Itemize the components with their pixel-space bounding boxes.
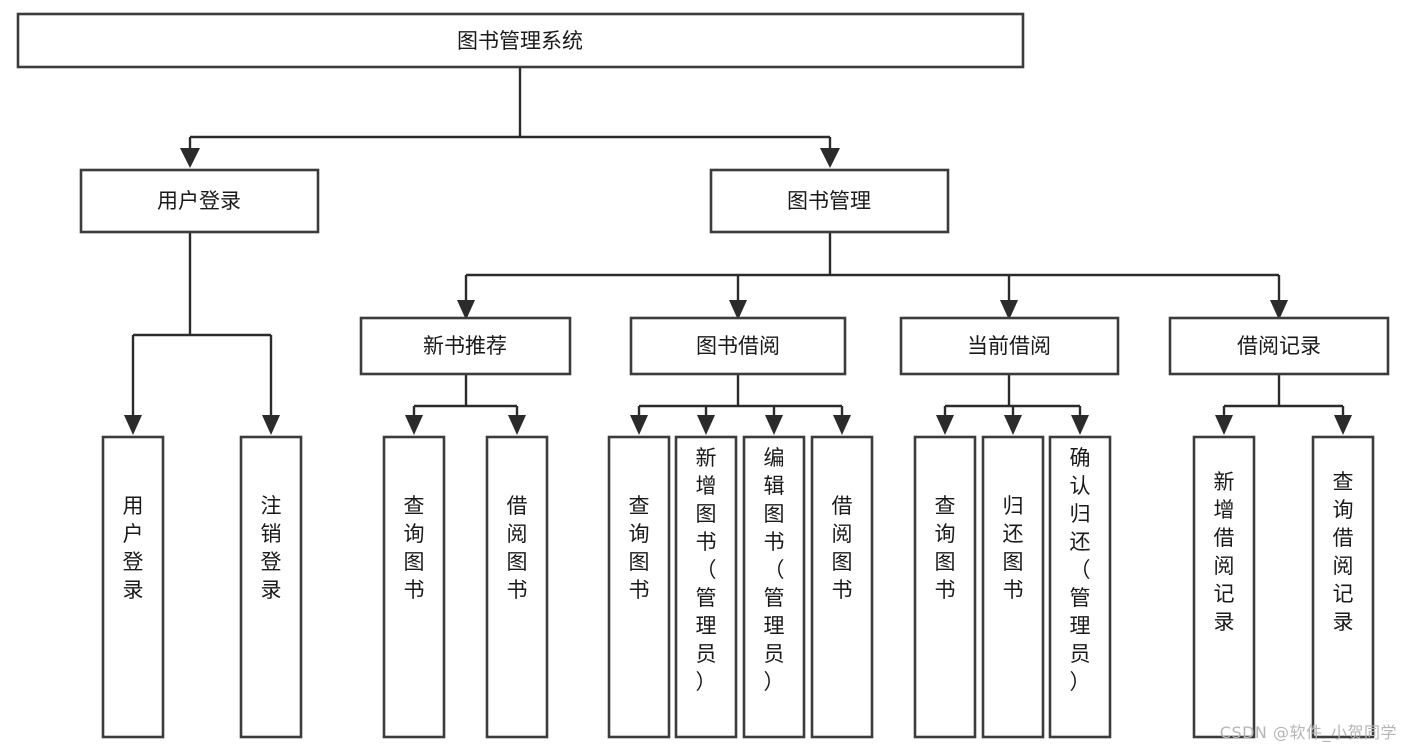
node-new-book-rec-box[interactable] [359,316,572,376]
node-book-borrow[interactable]: 图书借阅 [629,316,847,376]
node-borrow-record-label: 借阅记录 [1237,334,1321,358]
node-book-manage-label: 图书管理 [787,189,871,213]
connector-group-borrow-record [1215,375,1352,435]
arrowhead-leaf-2 [262,415,280,435]
arrowhead-leaf-12 [1215,415,1233,435]
arrowhead-leaf-13 [1334,415,1352,435]
node-leaf-1-label: 用户登录 [123,494,144,602]
node-leaf-12-box[interactable] [1192,435,1256,739]
node-leaf-5[interactable]: 查询图书 [607,435,671,739]
node-leaf-6-label: 新增图书（管理员） [696,446,717,694]
node-borrow-record[interactable]: 借阅记录 [1168,316,1390,376]
node-leaf-9[interactable]: 查询图书 [913,435,977,739]
node-leaf-2[interactable]: 注销登录 [239,435,303,739]
arrowhead-borrow-record [1270,300,1288,320]
arrowhead-leaf-7 [765,415,783,435]
node-root-label: 图书管理系统 [457,29,583,53]
arrowhead-user-login [180,148,200,168]
node-leaf-8-label: 借阅图书 [832,494,853,602]
node-leaf-5-label: 查询图书 [629,494,650,602]
node-leaf-3-label: 查询图书 [404,494,425,602]
arrowhead-current-borrow [1000,300,1018,320]
node-leaf-10-box[interactable] [981,435,1045,739]
node-root[interactable]: 图书管理系统 [16,12,1025,69]
node-leaf-4-label: 借阅图书 [507,494,528,602]
node-leaf-3[interactable]: 查询图书 [382,435,446,739]
node-book-borrow-box[interactable] [629,316,847,376]
arrowhead-leaf-5 [630,415,648,435]
arrowhead-book-borrow [729,300,747,320]
arrowhead-leaf-8 [833,415,851,435]
node-leaf-13-label: 查询借阅记录 [1333,470,1354,634]
node-leaf-2-label: 注销登录 [261,494,282,602]
node-leaf-12[interactable]: 新增借阅记录 [1192,435,1256,739]
node-leaf-11-box[interactable] [1048,435,1112,739]
node-current-borrow-label: 当前借阅 [967,334,1051,358]
node-new-book-rec[interactable]: 新书推荐 [359,316,572,376]
node-leaf-11-label: 确认归还（管理员） [1070,446,1091,694]
node-leaf-7-label: 编辑图书（管理员） [764,446,785,694]
node-leaf-8-box[interactable] [810,435,874,739]
node-leaf-7[interactable]: 编辑图书（管理员） [742,435,806,739]
node-new-book-rec-label: 新书推荐 [423,334,507,358]
arrowhead-leaf-10 [1004,415,1022,435]
node-book-borrow-label: 图书借阅 [696,334,780,358]
connector-group-book-manage [457,233,1288,320]
node-leaf-11[interactable]: 确认归还（管理员） [1048,435,1112,739]
csdn-watermark: CSDN @软件_小贺同学 [1219,723,1397,742]
arrowhead-leaf-6 [697,415,715,435]
node-leaf-9-box[interactable] [913,435,977,739]
node-book-manage[interactable]: 图书管理 [709,168,950,234]
connector-group-user-login [124,233,280,435]
node-leaf-9-label: 查询图书 [935,494,956,602]
node-leaf-13-box[interactable] [1311,435,1375,739]
node-root-box[interactable] [16,12,1025,69]
node-leaf-10-label: 归还图书 [1003,494,1024,602]
arrowhead-leaf-1 [124,415,142,435]
arrowhead-leaf-3 [405,415,423,435]
node-leaf-4[interactable]: 借阅图书 [485,435,549,739]
arrowhead-leaf-11 [1071,415,1089,435]
node-user-login-label: 用户登录 [157,189,241,213]
node-leaf-8[interactable]: 借阅图书 [810,435,874,739]
node-borrow-record-box[interactable] [1168,316,1390,376]
node-leaf-2-box[interactable] [239,435,303,739]
node-user-login-box[interactable] [79,168,320,234]
arrowhead-leaf-9 [936,415,954,435]
node-leaf-10[interactable]: 归还图书 [981,435,1045,739]
node-leaf-1[interactable]: 用户登录 [101,435,165,739]
node-current-borrow-box[interactable] [899,316,1120,376]
arrowhead-new-book-rec [457,300,475,320]
connector-group-current-borrow [936,375,1089,435]
node-book-manage-box[interactable] [709,168,950,234]
node-leaf-6-box[interactable] [674,435,738,739]
node-current-borrow[interactable]: 当前借阅 [899,316,1120,376]
node-leaf-3-box[interactable] [382,435,446,739]
node-leaf-13[interactable]: 查询借阅记录 [1311,435,1375,739]
connector-group-root [180,67,840,168]
node-leaf-7-box[interactable] [742,435,806,739]
arrowhead-book-manage [820,148,840,168]
node-leaf-6[interactable]: 新增图书（管理员） [674,435,738,739]
node-user-login[interactable]: 用户登录 [79,168,320,234]
node-leaf-5-box[interactable] [607,435,671,739]
connector-group-new-book-rec [405,375,526,435]
arrowhead-leaf-4 [508,415,526,435]
node-leaf-4-box[interactable] [485,435,549,739]
node-leaf-1-box[interactable] [101,435,165,739]
connector-group-book-borrow [630,375,851,435]
node-leaf-12-label: 新增借阅记录 [1214,470,1235,634]
